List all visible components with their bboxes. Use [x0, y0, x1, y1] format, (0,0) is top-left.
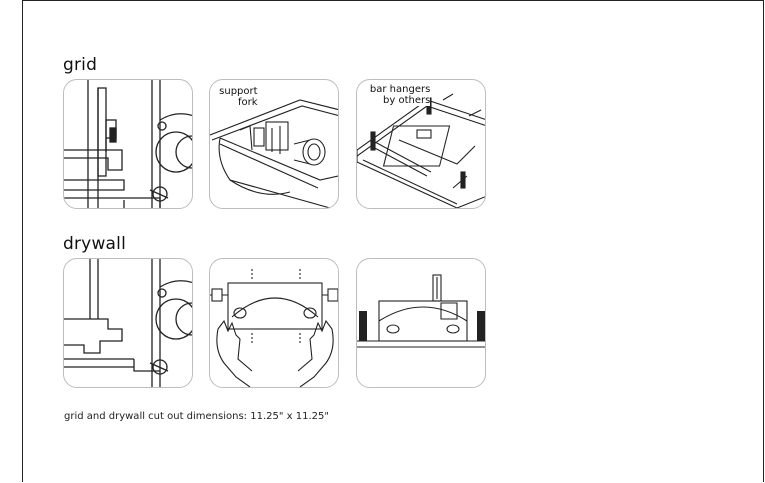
grid-heading: grid [63, 55, 98, 75]
grid-detail-panel-2: support fork [209, 79, 339, 209]
drywall-detail-panel-2 [209, 258, 339, 388]
grid-detail-panel-1 [63, 79, 193, 209]
drywall-side-section-illustration [64, 259, 192, 387]
drywall-installed-illustration [357, 274, 485, 348]
bar-hangers-label-line-2: by others [383, 95, 431, 106]
support-fork-label: support fork [214, 86, 258, 108]
drywall-heading: drywall [63, 234, 127, 254]
grid-side-section-illustration [64, 80, 192, 208]
bar-hangers-label-line-1: bar hangers [369, 84, 431, 95]
support-fork-label-line-1: support [219, 86, 258, 97]
cutout-dimensions-caption: grid and drywall cut out dimensions: 11.… [64, 411, 329, 422]
grid-detail-panel-3: bar hangers by others [356, 79, 486, 209]
support-fork-label-line-2: fork [238, 97, 258, 108]
support-fork-illustration [210, 99, 338, 208]
drywall-detail-panel-1 [63, 258, 193, 388]
drywall-detail-panel-3 [356, 258, 486, 388]
page-frame [22, 0, 764, 482]
bar-hangers-label: bar hangers by others [365, 84, 431, 106]
hands-inserting-illustration [210, 269, 338, 387]
